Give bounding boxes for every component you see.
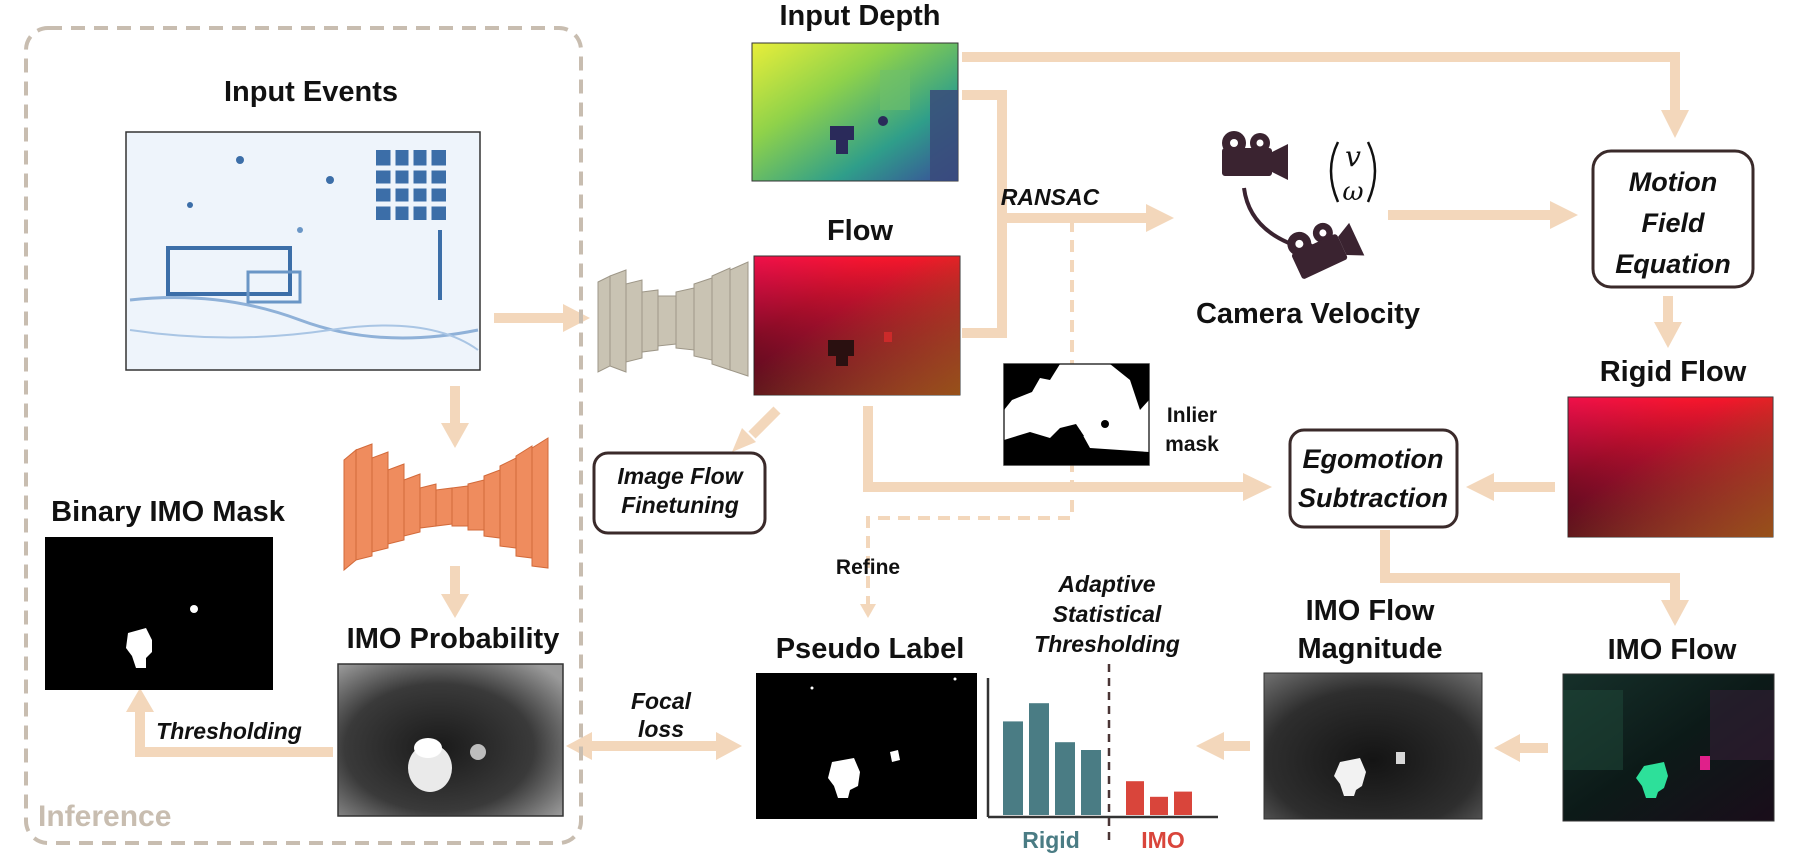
adaptive-line3: Thresholding [1034, 631, 1180, 657]
ransac-label: RANSAC [1001, 184, 1100, 210]
image-flow-finetuning-box: Image Flow Finetuning [592, 451, 767, 535]
arrows [126, 52, 1689, 762]
imo-network-icon [343, 437, 549, 572]
imo-flow-mag-line1: IMO Flow [1306, 595, 1435, 627]
camera-b-icon [1287, 222, 1365, 279]
pseudo-label-image [756, 673, 977, 819]
imo-flow-magnitude-image [1263, 672, 1483, 820]
focal-loss-line1: Focal [631, 688, 692, 714]
focal-loss-line2: loss [638, 716, 684, 742]
imo-bar [1174, 791, 1192, 815]
egomotion-line1: Egomotion [1303, 444, 1444, 474]
imo-bar [1126, 781, 1144, 815]
motion-field-line1: Motion [1629, 167, 1717, 197]
flow-title: Flow [827, 215, 893, 247]
motion-field-equation-box: Motion Field Equation [1591, 149, 1755, 289]
image-flow-line2: Finetuning [621, 492, 739, 518]
binary-imo-mask-image [45, 537, 273, 690]
pseudo-label-title: Pseudo Label [776, 633, 965, 665]
velocity-omega: ω [1342, 177, 1363, 207]
imo-flow-mag-line2: Magnitude [1298, 633, 1443, 665]
rigid-bar [1081, 750, 1101, 815]
imo-bar [1150, 796, 1168, 815]
input-events-title: Input Events [224, 76, 398, 108]
inlier-line2: mask [1165, 433, 1219, 456]
imo-flow-title: IMO Flow [1608, 634, 1737, 666]
inference-region [24, 26, 583, 845]
inlier-mask-image [1003, 363, 1150, 466]
rigid-axis-label: Rigid [1022, 827, 1080, 853]
input-depth-image [751, 42, 959, 182]
imo-probability-title: IMO Probability [347, 623, 560, 655]
inlier-line1: Inlier [1167, 404, 1217, 427]
thresholding-label: Thresholding [156, 718, 302, 744]
flow-network-icon [597, 261, 749, 377]
imo-flow-image [1562, 673, 1775, 822]
rigid-bar [1055, 742, 1075, 815]
motion-field-line2: Field [1641, 208, 1705, 238]
egomotion-subtraction-box: Egomotion Subtraction [1288, 428, 1459, 529]
rigid-bar [1029, 703, 1049, 815]
motion-field-line3: Equation [1615, 249, 1731, 279]
image-flow-line1: Image Flow [617, 463, 744, 489]
rigid-bar [1003, 721, 1023, 815]
camera-a-icon [1222, 131, 1288, 180]
velocity-vector: v ω [1329, 140, 1377, 207]
adaptive-line1: Adaptive [1057, 571, 1155, 597]
refine-label: Refine [836, 556, 900, 579]
camera-velocity-title: Camera Velocity [1196, 298, 1420, 330]
egomotion-line2: Subtraction [1298, 483, 1448, 513]
imo-probability-image [337, 663, 564, 817]
binary-imo-mask-title: Binary IMO Mask [51, 496, 286, 528]
rigid-flow-title: Rigid Flow [1600, 356, 1747, 388]
input-depth-title: Input Depth [779, 0, 940, 32]
inference-label: Inference [38, 800, 171, 833]
imo-axis-label: IMO [1141, 827, 1184, 853]
input-events-image [125, 131, 481, 371]
histogram: Rigid IMO [986, 664, 1218, 853]
velocity-v: v [1345, 140, 1361, 173]
flow-image [753, 255, 961, 396]
rigid-flow-image [1567, 396, 1774, 538]
adaptive-line2: Statistical [1053, 601, 1162, 627]
